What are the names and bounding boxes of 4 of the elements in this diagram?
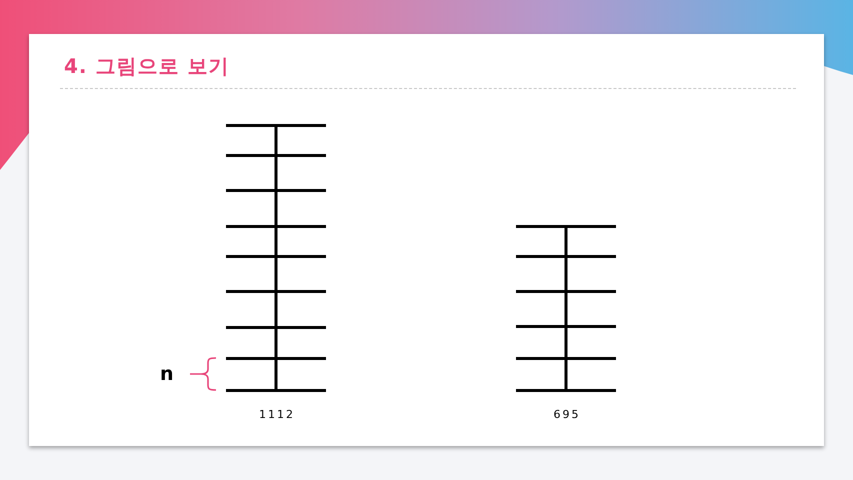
variable-label: n (160, 363, 174, 386)
slide-title: 4. 그림으로 보기 (64, 53, 230, 79)
number-label: 695 (554, 407, 580, 422)
number-label: 1112 (259, 407, 295, 422)
